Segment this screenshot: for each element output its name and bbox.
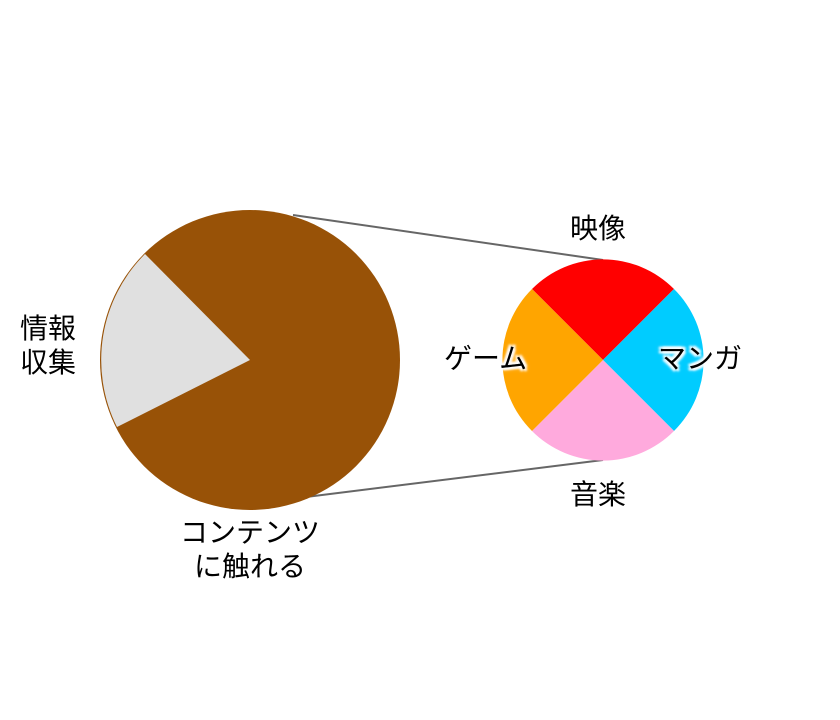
- slice-music: [532, 360, 674, 461]
- label-line: 情報: [20, 312, 77, 345]
- label-music: 音楽: [570, 478, 627, 511]
- slice-info-gathering: [101, 254, 250, 427]
- label-video: 映像: [570, 212, 627, 245]
- label-line: に触れる: [193, 550, 306, 583]
- main-pie: [100, 210, 400, 510]
- label-game: ゲーム: [444, 342, 528, 375]
- label-info-gathering: 情報 収集: [20, 312, 76, 380]
- slice-game: [502, 289, 603, 431]
- label-line: コンテンツ: [179, 516, 320, 549]
- connector-line-top: [292, 214, 604, 261]
- connector-line-bottom: [297, 459, 604, 499]
- breakdown-pie: [502, 259, 704, 461]
- slice-manga: [603, 289, 704, 431]
- label-content: コンテンツ に触れる: [170, 516, 330, 584]
- label-line: 収集: [20, 346, 77, 379]
- label-manga: マンガ: [658, 342, 743, 375]
- slice-video: [532, 259, 674, 360]
